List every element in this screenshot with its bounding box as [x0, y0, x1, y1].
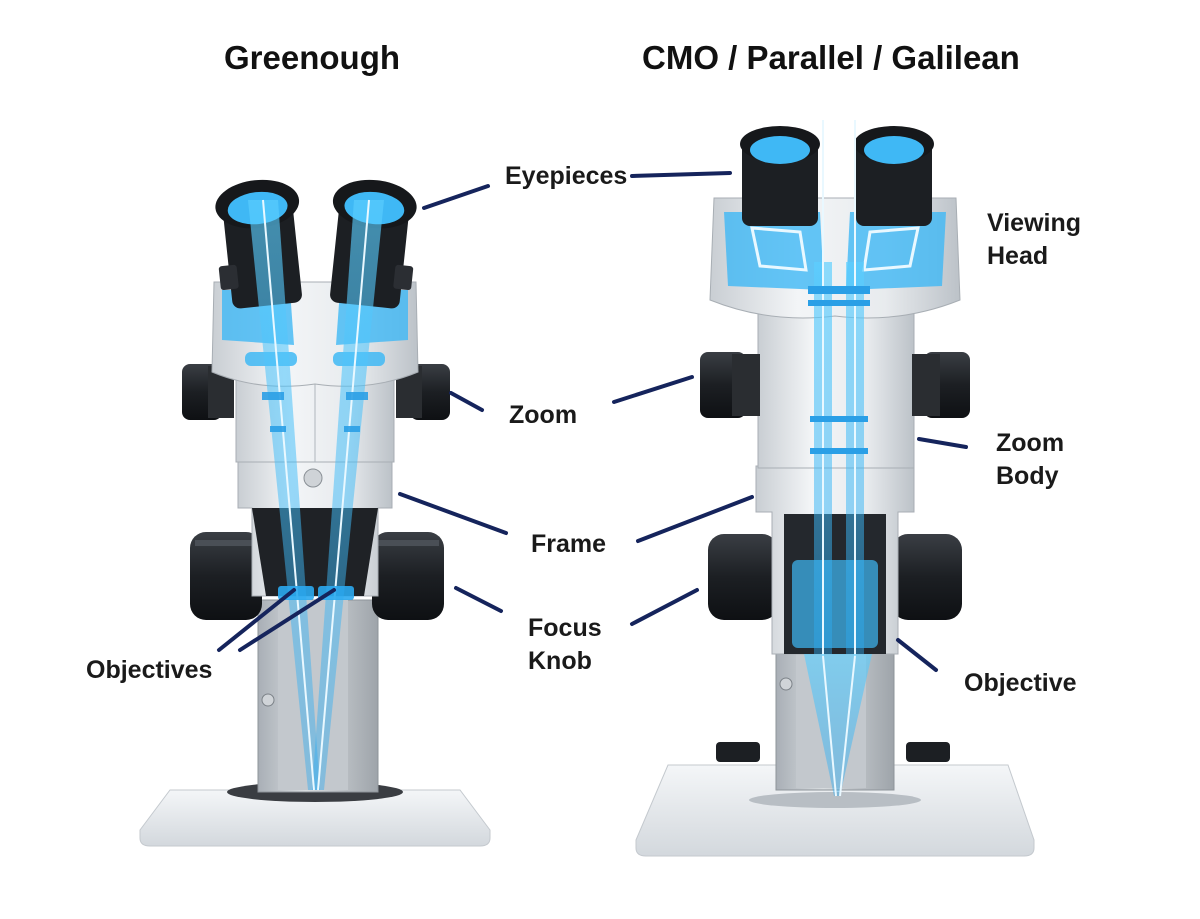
cmo-microscope — [635, 120, 1035, 857]
label-frame: Frame — [531, 530, 607, 558]
label-focus-knob: Focus Knob — [528, 614, 602, 675]
label-eyepieces: Eyepieces — [505, 162, 628, 190]
label-zoom-body: Zoom Body — [996, 429, 1065, 490]
label-zoom: Zoom — [509, 401, 578, 429]
label-objective: Objective — [964, 669, 1077, 697]
leader-lines — [217, 171, 968, 672]
title-greenough: Greenough — [224, 39, 401, 76]
label-objectives: Objectives — [86, 656, 213, 684]
label-viewing-head: Viewing Head — [987, 209, 1082, 270]
title-cmo-parallel-galilean: CMO / Parallel / Galilean — [642, 39, 1020, 76]
greenough-microscope — [139, 179, 491, 847]
